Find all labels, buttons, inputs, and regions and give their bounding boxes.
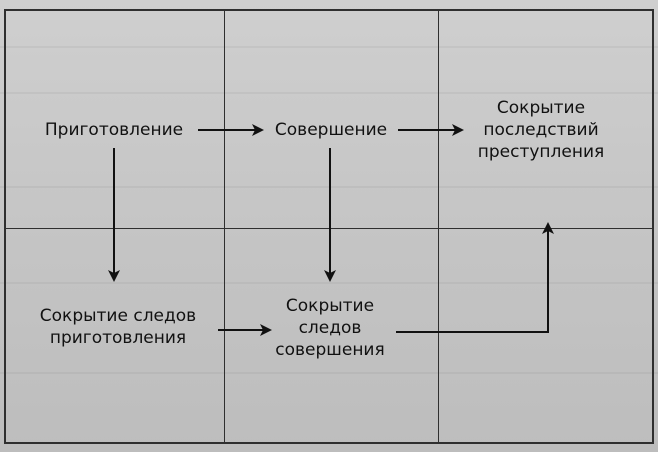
- background-texture: [0, 282, 658, 284]
- grid-line-vertical: [224, 9, 225, 444]
- node-label-line: преступления: [477, 142, 605, 162]
- background-texture: [0, 372, 658, 374]
- node-label: Совершение: [274, 120, 388, 140]
- grid-border-bottom: [4, 442, 654, 444]
- background-texture: [0, 92, 658, 94]
- node-label-line: приготовления: [49, 328, 187, 348]
- node-concealment-consequences: Сокрытие последствий преступления: [466, 97, 616, 163]
- node-concealment-prep-traces: Сокрытие следов приготовления: [20, 305, 216, 349]
- grid-border-left: [4, 9, 6, 444]
- node-preparation: Приготовление: [20, 119, 208, 141]
- node-label-line: Сокрытие: [496, 98, 586, 118]
- node-commission: Совершение: [266, 119, 396, 141]
- node-label-line: следов: [298, 318, 362, 338]
- node-concealment-commission-traces: Сокрытие следов совершения: [268, 295, 392, 361]
- node-label-line: Сокрытие следов: [39, 306, 197, 326]
- node-label-line: совершения: [275, 340, 385, 360]
- grid-border-right: [652, 9, 654, 444]
- arrow-commission-traces-to-concealment-consequences: [396, 222, 554, 333]
- grid-border-top: [4, 9, 654, 11]
- node-label-line: Сокрытие: [285, 296, 375, 316]
- background-texture: [0, 46, 658, 48]
- node-label-line: последствий: [483, 120, 599, 140]
- node-label: Приготовление: [44, 120, 184, 140]
- grid-line-vertical: [438, 9, 439, 444]
